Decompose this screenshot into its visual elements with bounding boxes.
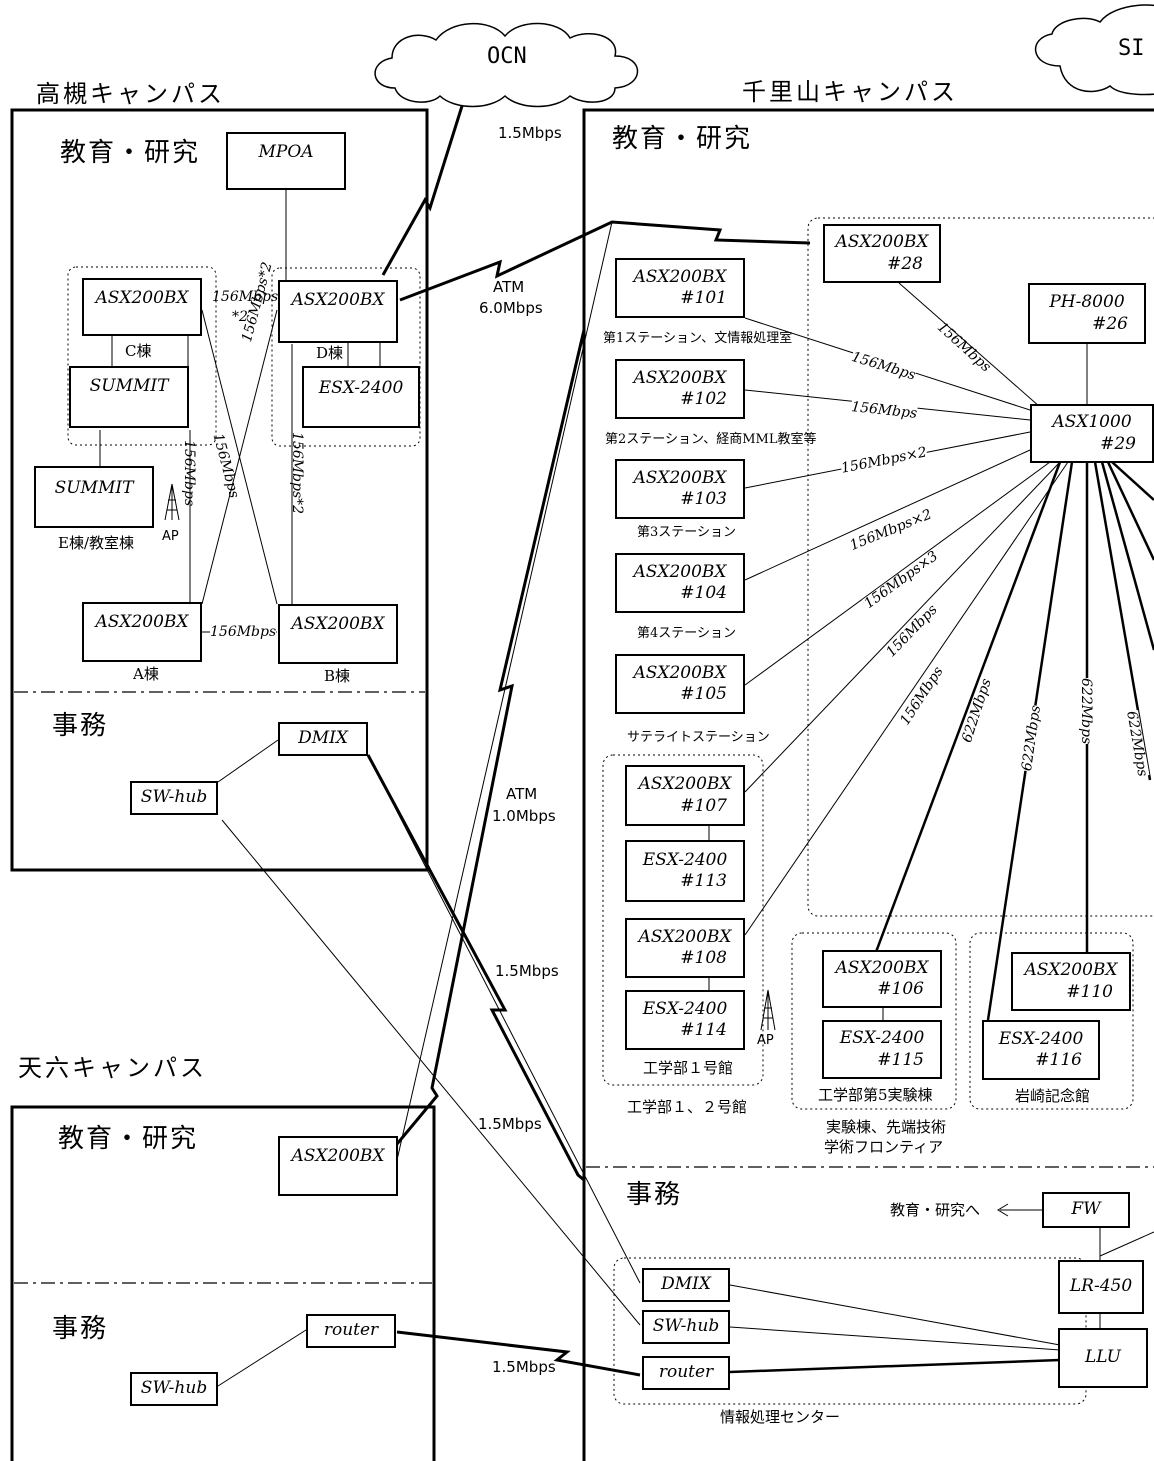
station2-label: 第2ステーション、経商MML教室等 [605, 432, 817, 447]
a-building-label: A棟 [133, 665, 159, 683]
esx2400-d-node: ESX-2400 [302, 366, 420, 428]
ap-label-takatsuki: AP [162, 529, 179, 544]
c-a-vertical-label: 156Mbps [181, 440, 197, 507]
dmix-senri-node: DMIX [642, 1268, 730, 1302]
eng-lab5-label: 工学部第5実験棟 [818, 1086, 933, 1104]
ph8000-26-node: PH-8000#26 [1028, 283, 1146, 344]
tenroku-admin-heading: 事務 [52, 1314, 109, 1344]
eng-bldg12-label: 工学部１、２号館 [627, 1098, 748, 1116]
station3-label: 第3ステーション [637, 525, 737, 540]
llu-node: LLU [1058, 1328, 1148, 1388]
ocn-speed-label: 1.5Mbps [498, 124, 562, 142]
router-senri-node: router [642, 1356, 730, 1390]
router-tenroku-node: router [306, 1314, 396, 1348]
asx200bx-28-node: ASX200BX#28 [823, 224, 941, 283]
atm6-label: ATM [493, 278, 525, 296]
esx2400-113-node: ESX-2400#113 [625, 840, 745, 902]
swhub-takatsuki-node: SW-hub [130, 781, 218, 815]
ap-label-senri: AP [757, 1033, 774, 1048]
takatsuki-campus-title: 高槻キャンパス [36, 80, 225, 108]
asx200bx-d-node: ASX200BX [278, 280, 398, 343]
summit-e-node: SUMMIT [34, 466, 154, 528]
asx200bx-104-node: ASX200BX#104 [615, 553, 745, 613]
asx200bx-a-node: ASX200BX [82, 602, 202, 662]
c-d-link-multiplier: *2 [232, 309, 248, 325]
link-label-110: 622Mbps [1078, 678, 1094, 745]
dmix-takatsuki-node: DMIX [278, 722, 368, 756]
esx2400-114-node: ESX-2400#114 [625, 990, 745, 1050]
asx200bx-c-node: ASX200BX [82, 278, 202, 336]
wan-speed-label-2: 1.5Mbps [478, 1115, 542, 1133]
asx200bx-b-node: ASX200BX [278, 604, 398, 664]
atm1-label: ATM [506, 785, 538, 803]
sinet-cloud-shape [1035, 4, 1154, 96]
c-building-label: C棟 [125, 342, 152, 360]
atm6-speed-label: 6.0Mbps [479, 299, 543, 317]
asx200bx-105-node: ASX200BX#105 [615, 654, 745, 714]
asx200bx-108-node: ASX200BX#108 [625, 918, 745, 978]
ocn-cloud-shape [374, 22, 639, 108]
asx200bx-106-node: ASX200BX#106 [822, 950, 942, 1008]
frontier-label: 学術フロンティア [824, 1138, 944, 1156]
info-center-label: 情報処理センター [720, 1408, 841, 1426]
d-building-label: D棟 [316, 344, 344, 362]
senri-edu-heading: 教育・研究 [612, 124, 753, 154]
asx200bx-110-node: ASX200BX#110 [1011, 952, 1131, 1011]
satellite-station-label: サテライトステーション [627, 730, 770, 745]
b-building-label: B棟 [324, 667, 351, 685]
asx200bx-102-node: ASX200BX#102 [615, 359, 745, 419]
wan-speed-label-1: 1.5Mbps [495, 962, 559, 980]
lr450-node: LR-450 [1058, 1260, 1144, 1314]
takatsuki-edu-heading: 教育・研究 [60, 138, 201, 168]
fw-node: FW [1042, 1192, 1130, 1228]
asx200bx-tenroku-node: ASX200BX [278, 1136, 398, 1196]
station1-label: 第1ステーション、文情報処理室 [603, 331, 793, 346]
asx200bx-101-node: ASX200BX#101 [615, 258, 745, 318]
asx200bx-103-node: ASX200BX#103 [615, 459, 745, 519]
takatsuki-admin-heading: 事務 [52, 711, 109, 741]
sinet-cloud: SI [1118, 36, 1145, 61]
to-education-label: 教育・研究へ [890, 1201, 981, 1219]
senriyama-campus-title: 千里山キャンパス [742, 78, 958, 106]
tenroku-edu-heading: 教育・研究 [58, 1124, 199, 1154]
swhub-tenroku-node: SW-hub [130, 1372, 218, 1406]
ocn-cloud: OCN [487, 44, 527, 69]
station4-label: 第4ステーション [637, 626, 737, 641]
atm1-speed-label: 1.0Mbps [492, 807, 556, 825]
swhub-senri-node: SW-hub [642, 1310, 730, 1344]
c-d-link-label: 156Mbps [212, 289, 279, 305]
mpoa-node: MPOA [226, 132, 346, 190]
tenroku-campus-title: 天六キャンパス [18, 1054, 207, 1082]
asx200bx-107-node: ASX200BX#107 [625, 765, 745, 826]
esx2400-116-node: ESX-2400#116 [982, 1020, 1100, 1080]
wan-speed-label-3: 1.5Mbps [492, 1358, 556, 1376]
asx1000-29-node: ASX1000#29 [1030, 404, 1154, 463]
summit-c-node: SUMMIT [69, 366, 189, 428]
e-building-label: E棟/教室棟 [58, 534, 135, 552]
iwasaki-hall-label: 岩崎記念館 [1015, 1087, 1091, 1105]
senri-admin-heading: 事務 [626, 1180, 683, 1210]
d-b-vertical-label: 156Mbps*2 [289, 432, 305, 515]
lab-building-label: 実験棟、先端技術 [826, 1118, 947, 1136]
a-b-link-label: 156Mbps [210, 624, 277, 640]
eng-bldg1-label: 工学部１号館 [643, 1059, 734, 1077]
esx2400-115-node: ESX-2400#115 [822, 1020, 942, 1079]
